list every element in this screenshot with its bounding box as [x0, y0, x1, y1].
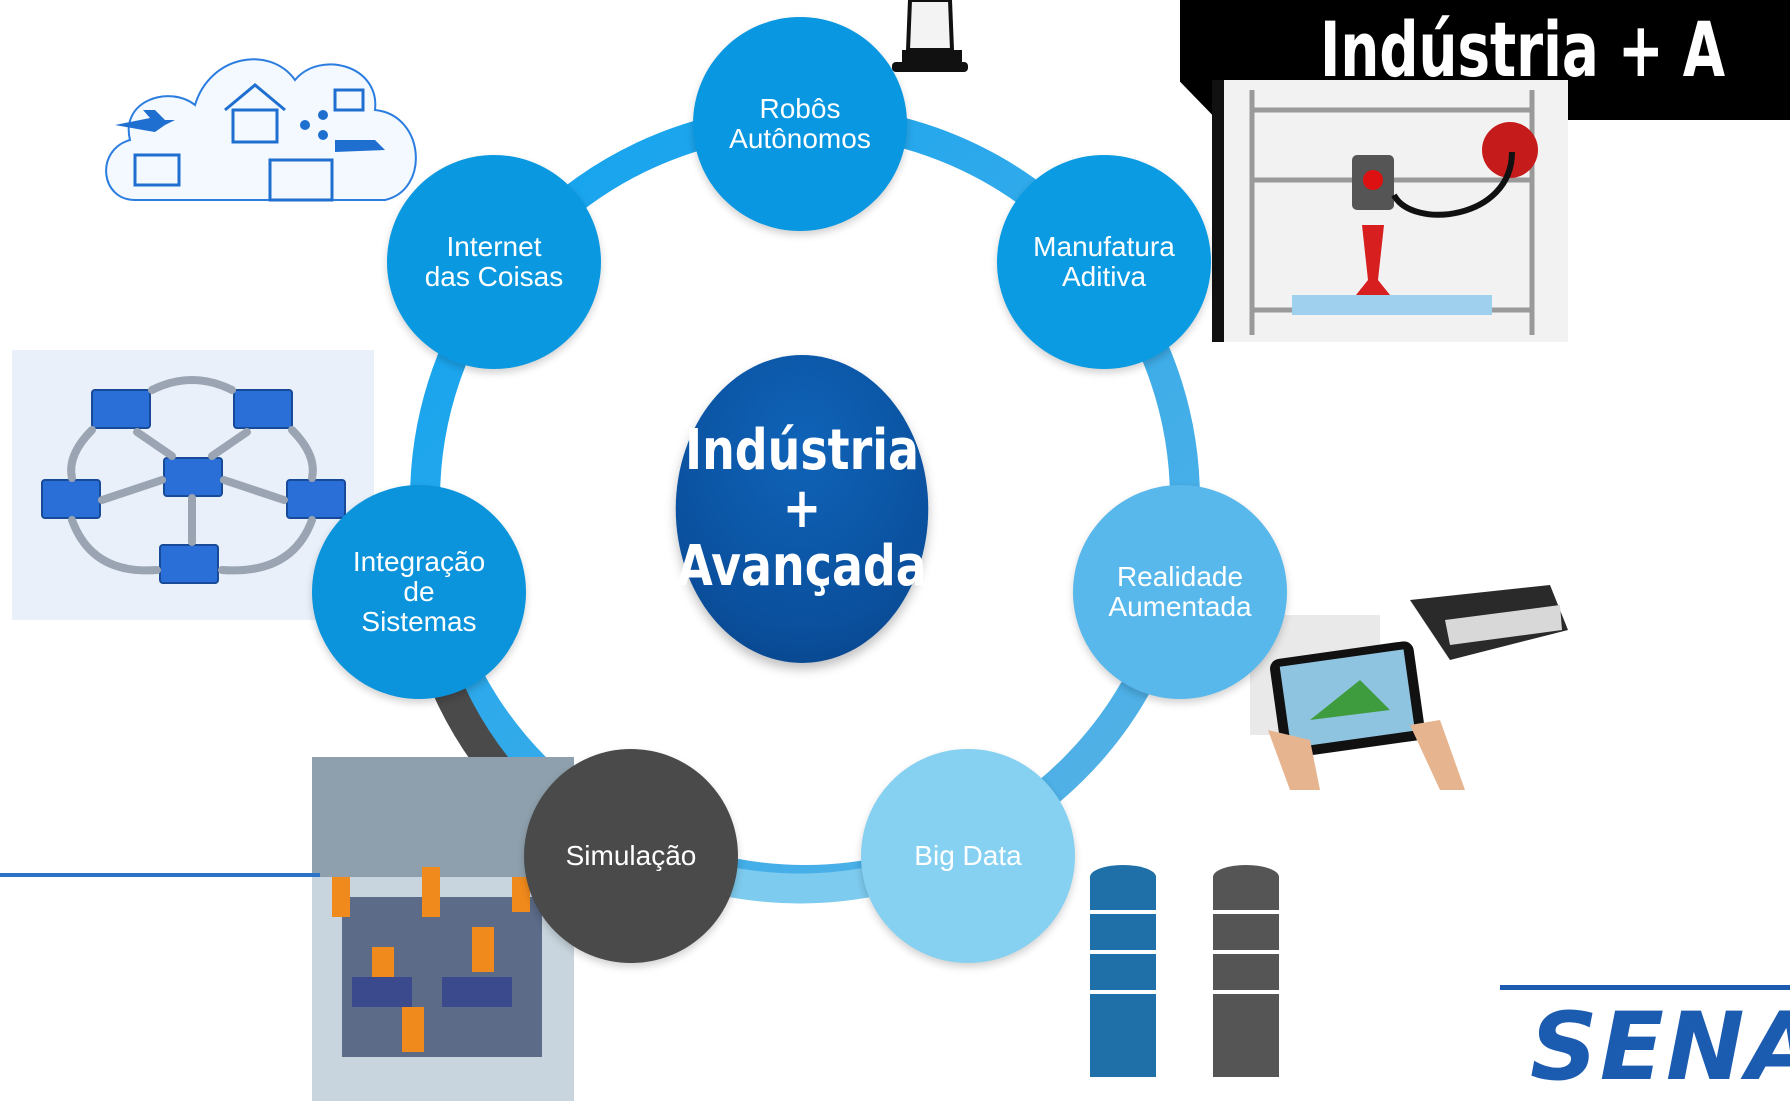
center-node[interactable]: Indústria + Avançada: [675, 355, 929, 663]
node-integracao-de-sistemas[interactable]: Integração de Sistemas: [312, 485, 526, 699]
node-big-data[interactable]: Big Data: [861, 749, 1075, 963]
robot-arm-icon: [892, 0, 968, 72]
senai-logo: SENAI: [1500, 985, 1790, 1101]
node-simulacao[interactable]: Simulação: [524, 749, 738, 963]
node-manufatura-aditiva[interactable]: Manufatura Aditiva: [997, 155, 1211, 369]
iot-cloud-icon: [105, 58, 417, 202]
center-line-3: Avançada: [677, 534, 927, 599]
page-title: Indústria + A: [1320, 5, 1726, 94]
3d-printer-icon: [1212, 80, 1568, 342]
robot-factory-icon: [312, 757, 574, 1101]
database-icon: [1090, 865, 1279, 1077]
node-internet-das-coisas[interactable]: Internet das Coisas: [387, 155, 601, 369]
node-realidade-aumentada[interactable]: Realidade Aumentada: [1073, 485, 1287, 699]
vr-headset-icon: [1250, 585, 1568, 790]
node-robos-autonomos[interactable]: Robôs Autônomos: [693, 17, 907, 231]
center-line-1: Indústria: [684, 418, 919, 483]
bottom-rule: [0, 873, 320, 877]
senai-logo-text: SENAI: [1530, 993, 1790, 1101]
center-line-2: +: [782, 476, 822, 541]
